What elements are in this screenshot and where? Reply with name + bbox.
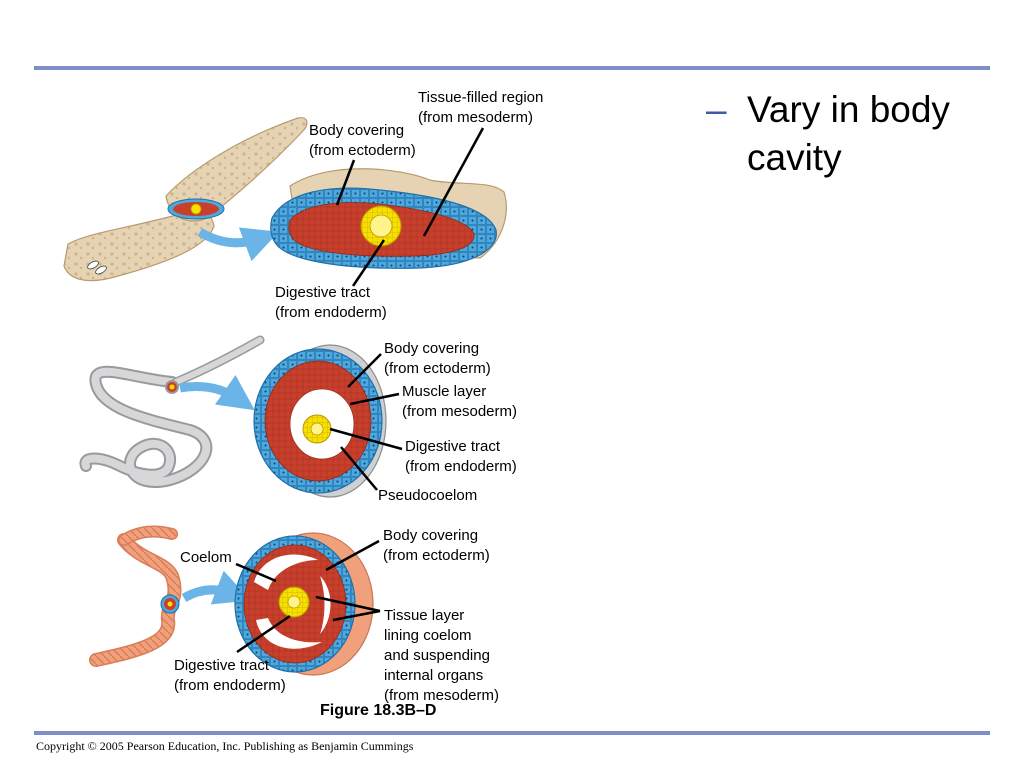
bullet-dash: – xyxy=(706,89,727,130)
acoelomate-leader-lines xyxy=(335,127,485,287)
flatworm-small-section xyxy=(167,198,225,220)
flatworm-arrow xyxy=(197,227,279,262)
acoelomate-cross-section xyxy=(270,168,507,269)
figure-caption: Figure 18.3B–D xyxy=(320,702,437,719)
label-digestive-tract-3: Digestive tract (from endoderm) xyxy=(174,657,286,694)
bullet-text: Vary in body cavity xyxy=(747,89,950,178)
top-rule xyxy=(34,66,990,70)
label-muscle-layer: Muscle layer (from mesoderm) xyxy=(402,383,518,420)
flatworm-illustration xyxy=(63,117,308,282)
label-body-covering-3: Body covering (from ectoderm) xyxy=(383,527,490,564)
coelomate-cross-section xyxy=(234,532,374,676)
label-pseudocoelom: Pseudocoelom xyxy=(378,487,478,504)
label-digestive-tract-2: Digestive tract (from endoderm) xyxy=(405,438,517,475)
label-coelom: Coelom xyxy=(180,549,232,566)
earthworm-illustration xyxy=(89,525,182,667)
pseudocoelomate-leader-lines xyxy=(329,353,403,491)
roundworm-illustration xyxy=(79,335,265,488)
label-digestive-tract-1: Digestive tract (from endoderm) xyxy=(275,284,387,321)
bottom-rule xyxy=(34,731,990,735)
roundworm-arrow xyxy=(179,374,255,411)
label-body-covering-2: Body covering (from ectoderm) xyxy=(384,340,491,377)
label-tissue-filled-region: Tissue-filled region (from mesoderm) xyxy=(418,89,544,126)
label-body-covering-1: Body covering (from ectoderm) xyxy=(309,122,416,159)
label-tissue-layer: Tissue layer lining coelom and suspendin… xyxy=(384,607,500,704)
copyright-notice: Copyright © 2005 Pearson Education, Inc.… xyxy=(36,739,414,753)
coelomate-leader-lines xyxy=(235,539,381,654)
earthworm-arrow xyxy=(181,570,251,605)
